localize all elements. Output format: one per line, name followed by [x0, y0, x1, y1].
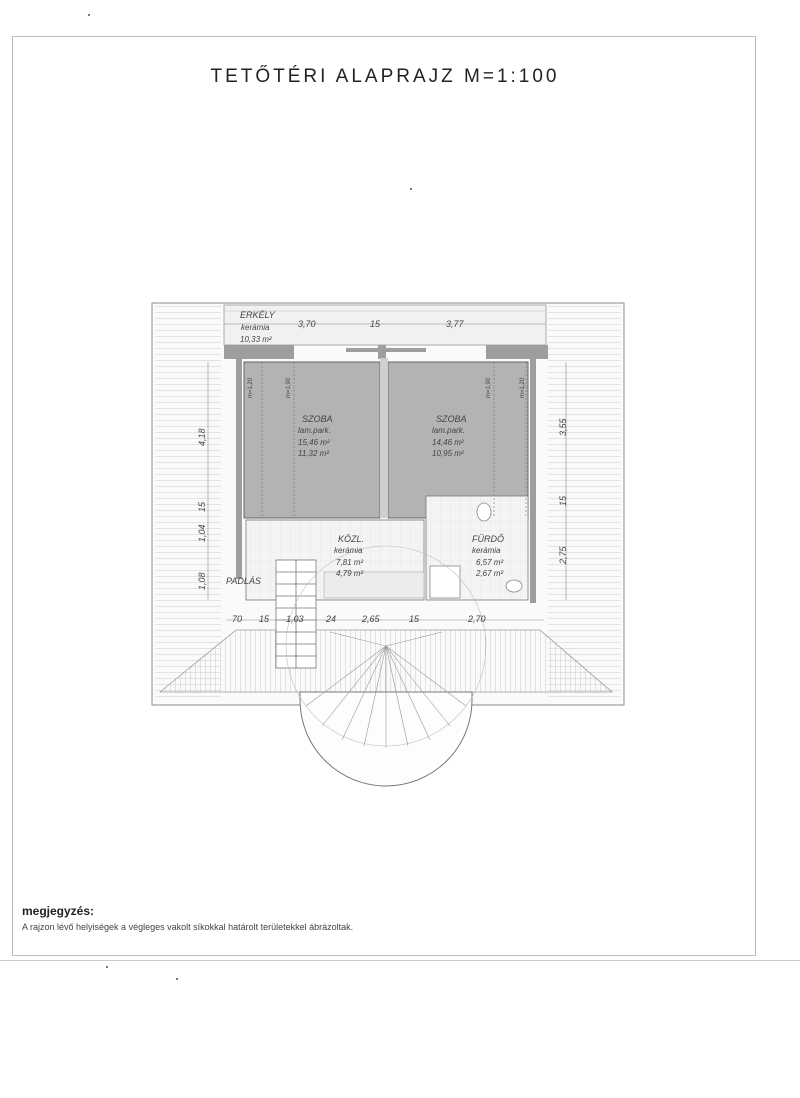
- dim-bottom-1: 70: [232, 614, 242, 624]
- kozl-area: 7,81 m²: [336, 558, 363, 567]
- szoba-right-floor: lam.park.: [432, 426, 465, 435]
- szoba-left-net-area: 11,32 m²: [298, 449, 329, 458]
- height-m190-left: m=1,90: [286, 377, 292, 398]
- balcony-erkely: [223, 304, 547, 346]
- szoba-right-area: 14,46 m²: [432, 438, 464, 447]
- furdo-area: 6,57 m²: [476, 558, 503, 567]
- dim-right-2: 15: [558, 495, 568, 506]
- note-heading: megjegyzés:: [22, 904, 95, 918]
- drawing-title: TETŐTÉRI ALAPRAJZ M=1:100: [210, 66, 560, 87]
- partition-wall: [380, 358, 388, 518]
- kozl-floor: kerámia: [334, 546, 363, 555]
- height-lines: [261, 362, 527, 518]
- dim-bottom-7: 2,70: [467, 614, 486, 624]
- dim-bottom-2: 15: [259, 614, 270, 624]
- floor-plan: ERKÉLY kerámia 10,33 m² SZOBA lam.park. …: [151, 302, 625, 787]
- dim-bottom-5: 2,65: [361, 614, 381, 624]
- furdo-net-area: 2,67 m²: [475, 569, 503, 578]
- kozl-label: KÖZL.: [338, 534, 364, 544]
- dim-bottom-4: 24: [325, 614, 336, 624]
- szoba-left-label: SZOBA: [302, 414, 333, 424]
- kozl-net-area: 4,79 m²: [336, 569, 363, 578]
- furdo-label: FÜRDŐ: [472, 534, 504, 544]
- scan-speck: [176, 978, 178, 980]
- szoba-left-floor: lam.park.: [298, 426, 331, 435]
- note-text: A rajzon lévő helyiségek a végleges vako…: [22, 922, 354, 932]
- furdo-floor: kerámia: [472, 546, 501, 555]
- erkely-area: 10,33 m²: [240, 335, 272, 344]
- roof-bay-dome: [285, 545, 487, 787]
- dim-right-3: 2,75: [558, 545, 568, 565]
- erkely-label: ERKÉLY: [240, 310, 276, 320]
- szoba-left-area: 15,46 m²: [298, 438, 330, 447]
- dim-bottom-3: 1,03: [286, 614, 304, 624]
- page-edge: [0, 960, 800, 961]
- dimension-lines: [207, 323, 567, 621]
- padlas-label: PADLÁS: [226, 576, 261, 586]
- dim-right-1: 3,55: [558, 417, 568, 436]
- dim-top-2: 15: [370, 319, 381, 329]
- dim-left-3: 1,04: [197, 524, 207, 542]
- sheet-border: [12, 36, 756, 956]
- dim-left-1: 4,18: [197, 428, 207, 446]
- dim-bottom-6: 15: [409, 614, 420, 624]
- room-kozl: [245, 519, 425, 601]
- height-m120-right: m=1,20: [520, 377, 526, 398]
- staircase: [275, 559, 317, 669]
- scan-speck: [88, 14, 90, 16]
- dim-top-3: 3,77: [446, 319, 465, 329]
- scan-speck: [410, 188, 412, 190]
- szoba-right-label: SZOBA: [436, 414, 467, 424]
- scan-speck: [106, 966, 108, 968]
- erkely-floor: kerámia: [241, 323, 270, 332]
- height-m120-left: m=1,20: [248, 377, 254, 398]
- dim-left-4: 1,08: [197, 572, 207, 590]
- room-furdo: [425, 495, 529, 601]
- szoba-right-net-area: 10,95 m²: [432, 449, 464, 458]
- height-m190-right: m=1,90: [486, 377, 492, 398]
- dim-left-2: 15: [197, 501, 207, 512]
- dim-top-1: 3,70: [298, 319, 316, 329]
- room-szoba-left: [243, 361, 381, 519]
